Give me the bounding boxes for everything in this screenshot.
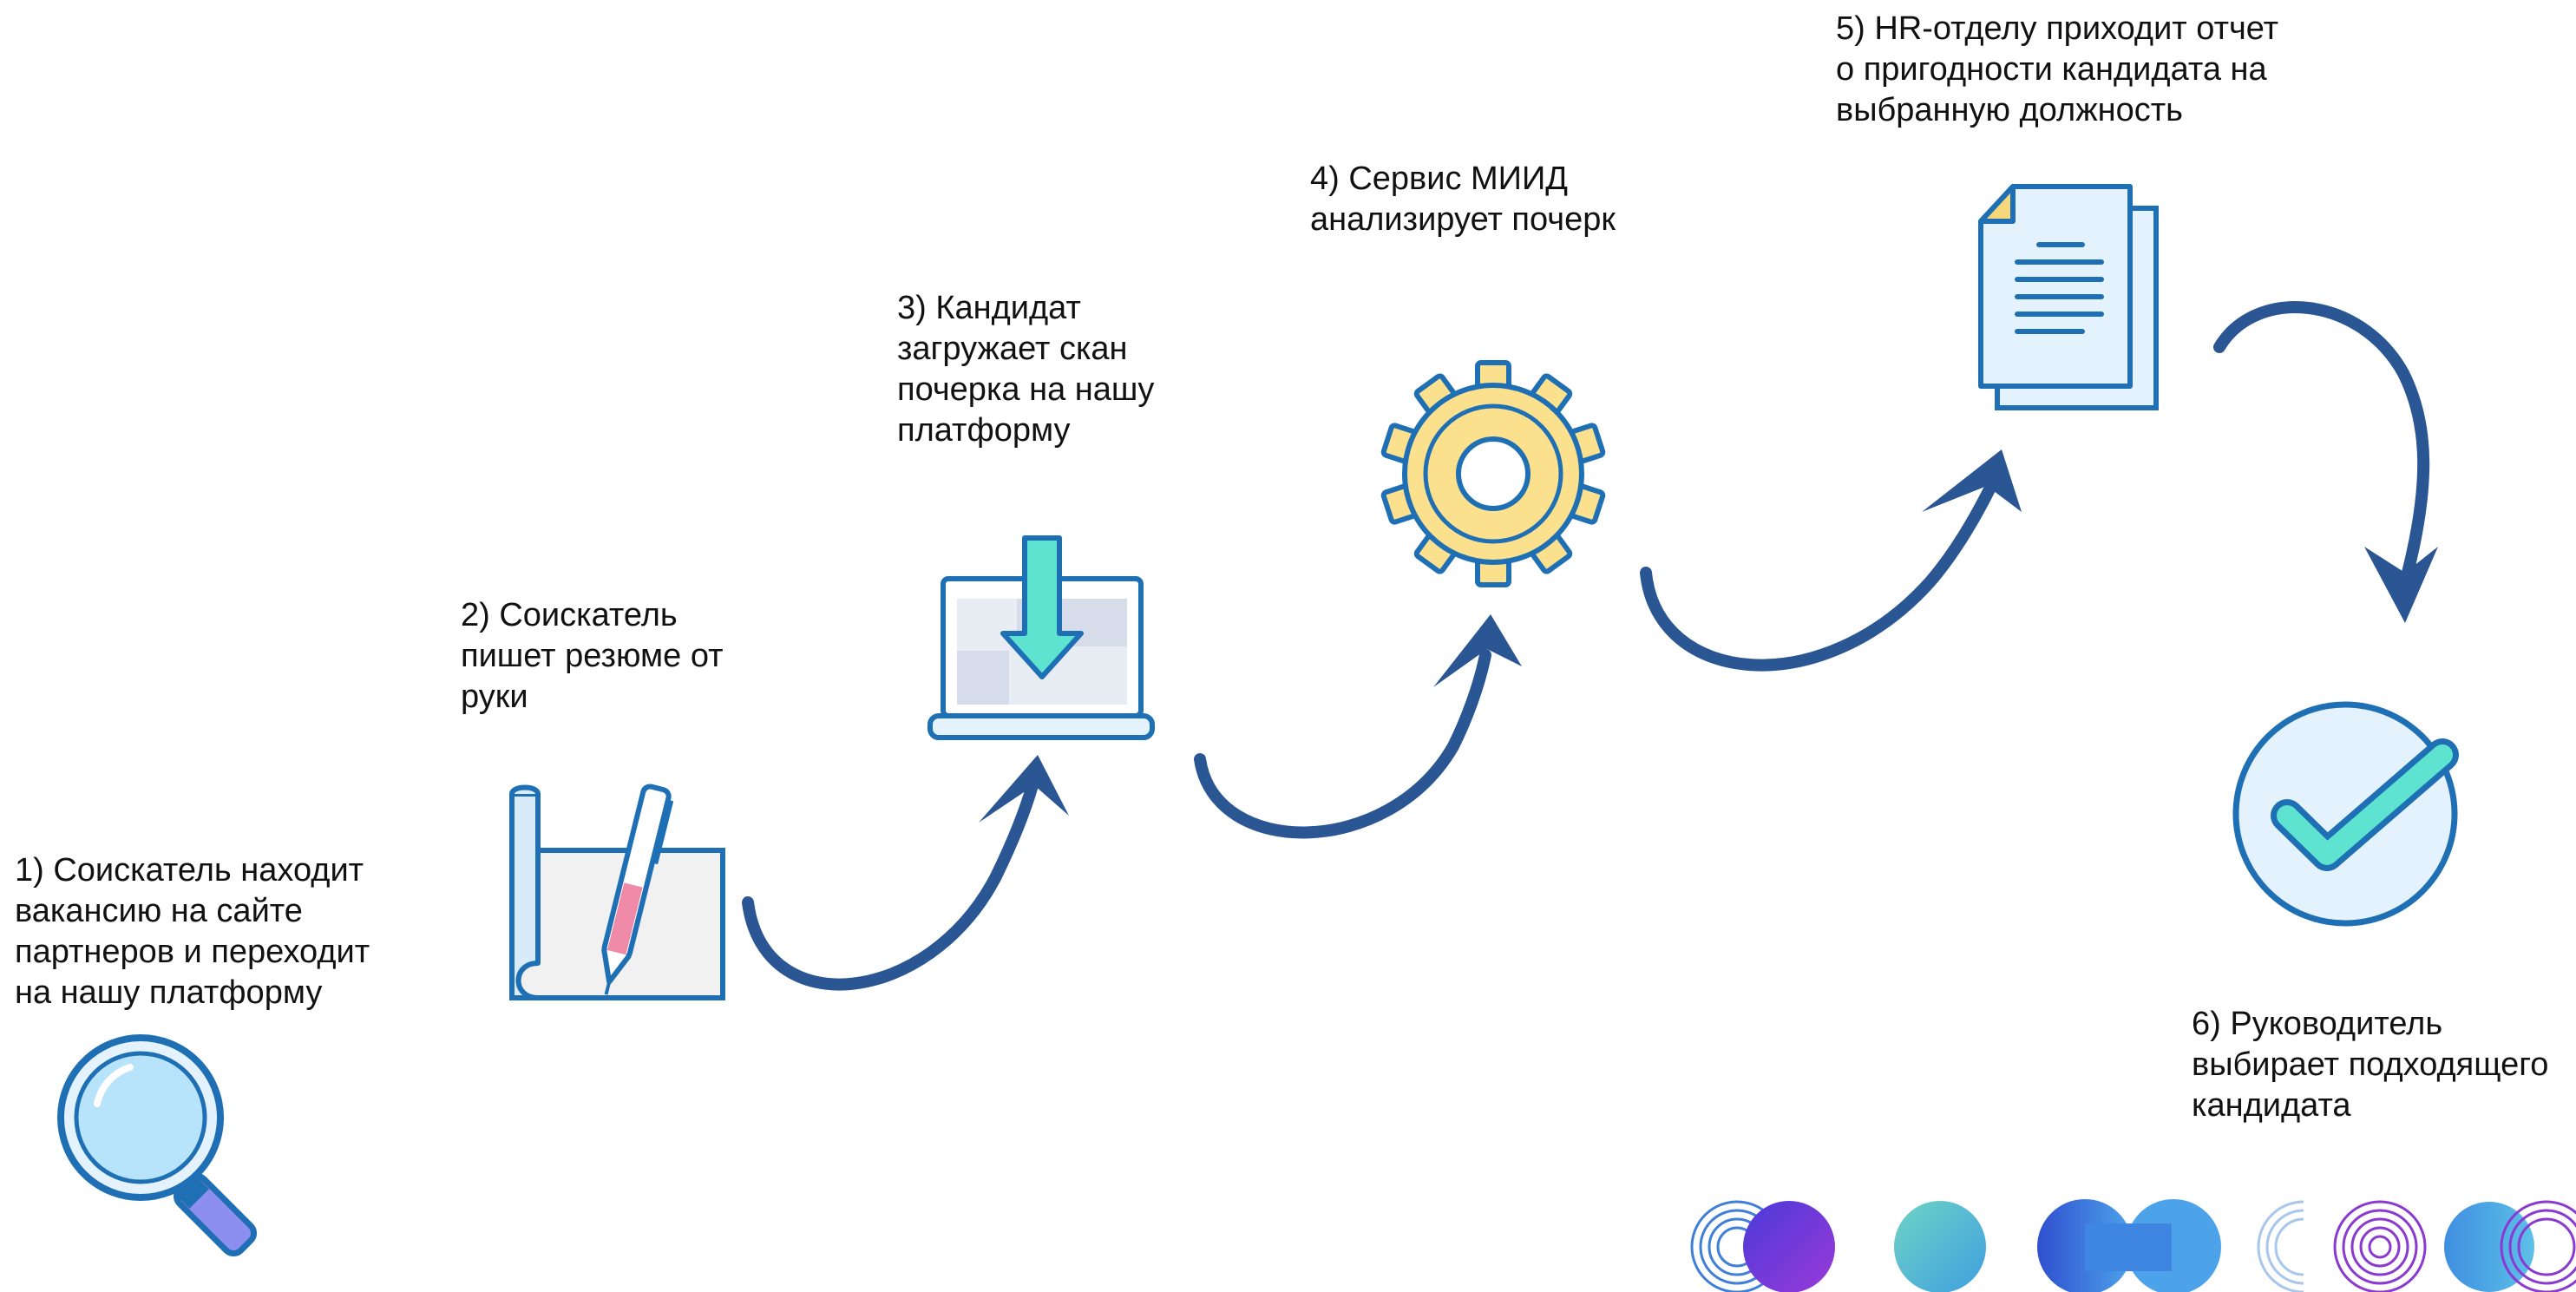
arrow-step5-to-step6: [2213, 301, 2430, 579]
document-icon: [1978, 184, 2159, 410]
arrow-step2-to-step3: [742, 779, 1039, 991]
checkmark-icon: [2232, 701, 2459, 927]
laptop-upload-icon: [927, 535, 1155, 740]
step-3-label: 3) Кандидат загружает скан почерка на на…: [897, 290, 1155, 449]
gear-icon: [1380, 360, 1606, 587]
step-6-label: 6) Руководитель выбирает подходящего кан…: [2192, 1006, 2549, 1124]
arrow-step3-to-step4: [1194, 649, 1491, 839]
decorative-circles: [1690, 1199, 2576, 1292]
arrowhead-step6: [2364, 547, 2438, 623]
arrowhead-step3: [979, 755, 1069, 823]
step-1-label: 1) Соискатель находит вакансию на сайте …: [15, 852, 370, 1011]
step-4-label: 4) Сервис МИИД анализирует почерк: [1310, 161, 1616, 238]
magnifier-icon: [57, 1034, 258, 1257]
step-5-label: 5) HR-отделу приходит отчет о пригодност…: [1836, 10, 2279, 128]
arrow-step4-to-step5: [1640, 480, 1997, 672]
pen-paper-icon: [509, 784, 725, 1000]
arrowhead-step4: [1433, 614, 1522, 687]
arrowhead-step5: [1922, 449, 2022, 512]
step-2-label: 2) Соискатель пишет резюме от руки: [461, 597, 724, 715]
